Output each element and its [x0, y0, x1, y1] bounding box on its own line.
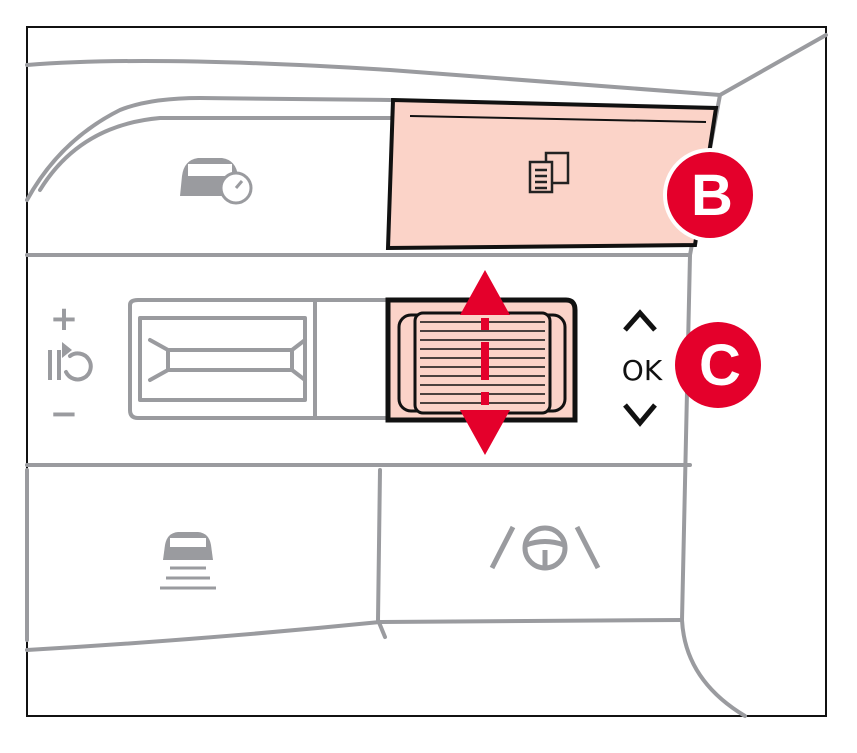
upper-button-inner [38, 116, 392, 192]
lower-outline [25, 618, 684, 652]
volume-down-label: − [50, 394, 79, 434]
callout-c-label: C [699, 333, 741, 398]
ok-label: OK [622, 354, 663, 387]
callout-c: C [675, 322, 761, 408]
volume-mute-icon [48, 342, 93, 382]
callout-b-label: B [691, 163, 733, 228]
up-down-arrow-icon [460, 270, 510, 455]
volume-up-label: + [50, 299, 79, 339]
callout-b: B [663, 148, 757, 242]
right-edge [680, 253, 747, 718]
down-arrow-icon [623, 403, 657, 427]
pages-button[interactable] [385, 97, 719, 251]
ok-scroll-wheel[interactable] [385, 270, 578, 455]
lower-divider [376, 468, 387, 639]
lane-keeping-icon[interactable] [160, 532, 216, 590]
housing-outline [25, 33, 828, 97]
steering-assist-icon[interactable] [489, 525, 601, 571]
pages-icon [528, 151, 570, 194]
driving-assist-speed-icon[interactable] [180, 158, 253, 205]
upper-button-outline [25, 96, 392, 202]
up-arrow-icon [623, 309, 657, 332]
